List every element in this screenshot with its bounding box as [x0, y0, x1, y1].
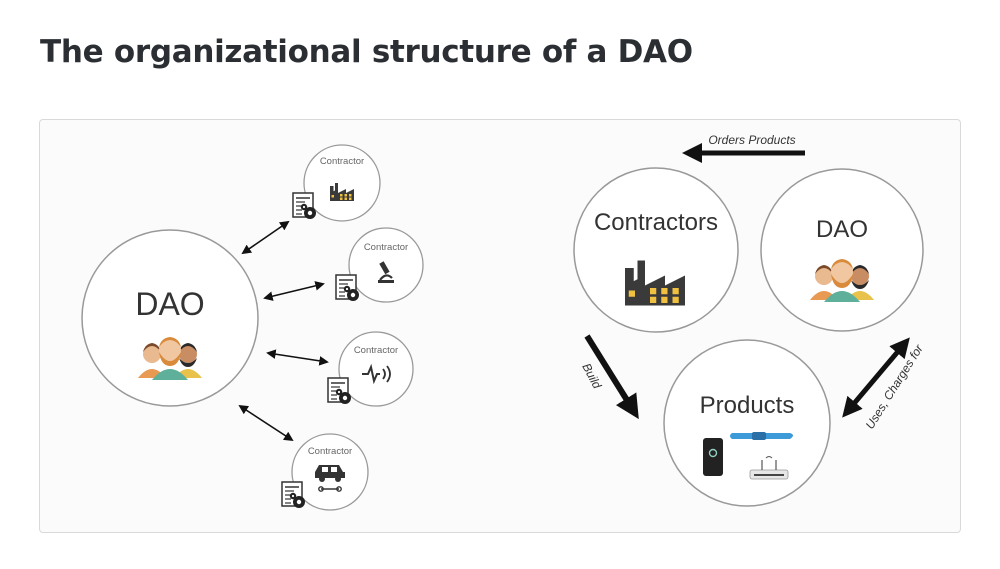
contractor-node-1: Contractor — [241, 144, 381, 255]
diagram-figure: DAO Contractor Contractor Contractor — [39, 119, 961, 533]
link-arrow-2 — [263, 281, 325, 301]
left-dao-node: DAO — [81, 229, 259, 407]
contractor-node-2: Contractor — [263, 227, 424, 303]
products-node: Products — [663, 339, 831, 507]
link-arrow-4 — [238, 404, 294, 442]
car-icon — [315, 465, 345, 492]
build-arrow — [584, 334, 639, 420]
contract-gear-icon — [292, 192, 317, 220]
products-label: Products — [700, 392, 795, 419]
link-arrow-3 — [266, 349, 329, 366]
contractor-label-3: Contractor — [354, 345, 398, 356]
right-dao-label: DAO — [816, 216, 868, 243]
right-dao-node: DAO — [760, 168, 924, 332]
contractor-node-3: Contractor — [266, 331, 414, 407]
left-dao-label: DAO — [135, 286, 204, 322]
page-title: The organizational structure of a DAO — [40, 34, 693, 70]
orders-arrow-label: Orders Products — [708, 133, 795, 147]
smart-speaker-icon — [703, 438, 723, 476]
uses-charges-arrow — [842, 337, 910, 418]
router-icon — [749, 456, 789, 480]
dao-diagram-svg: DAO Contractor Contractor Contractor — [81, 133, 926, 511]
contractors-node: Contractors — [573, 167, 739, 333]
build-arrow-label: Build — [579, 361, 604, 391]
contract-gear-icon — [327, 377, 352, 405]
contractors-label: Contractors — [594, 209, 718, 236]
microscope-icon — [378, 261, 394, 283]
signal-icon — [362, 363, 391, 385]
link-arrow-1 — [241, 220, 290, 255]
contractor-label-2: Contractor — [364, 242, 408, 253]
contractor-node-4: Contractor — [238, 404, 369, 511]
contractor-label-1: Contractor — [320, 156, 364, 167]
contract-gear-icon — [335, 274, 360, 302]
contractor-label-4: Contractor — [308, 446, 352, 457]
fitness-band-icon — [730, 432, 793, 440]
contract-gear-icon — [281, 481, 306, 509]
